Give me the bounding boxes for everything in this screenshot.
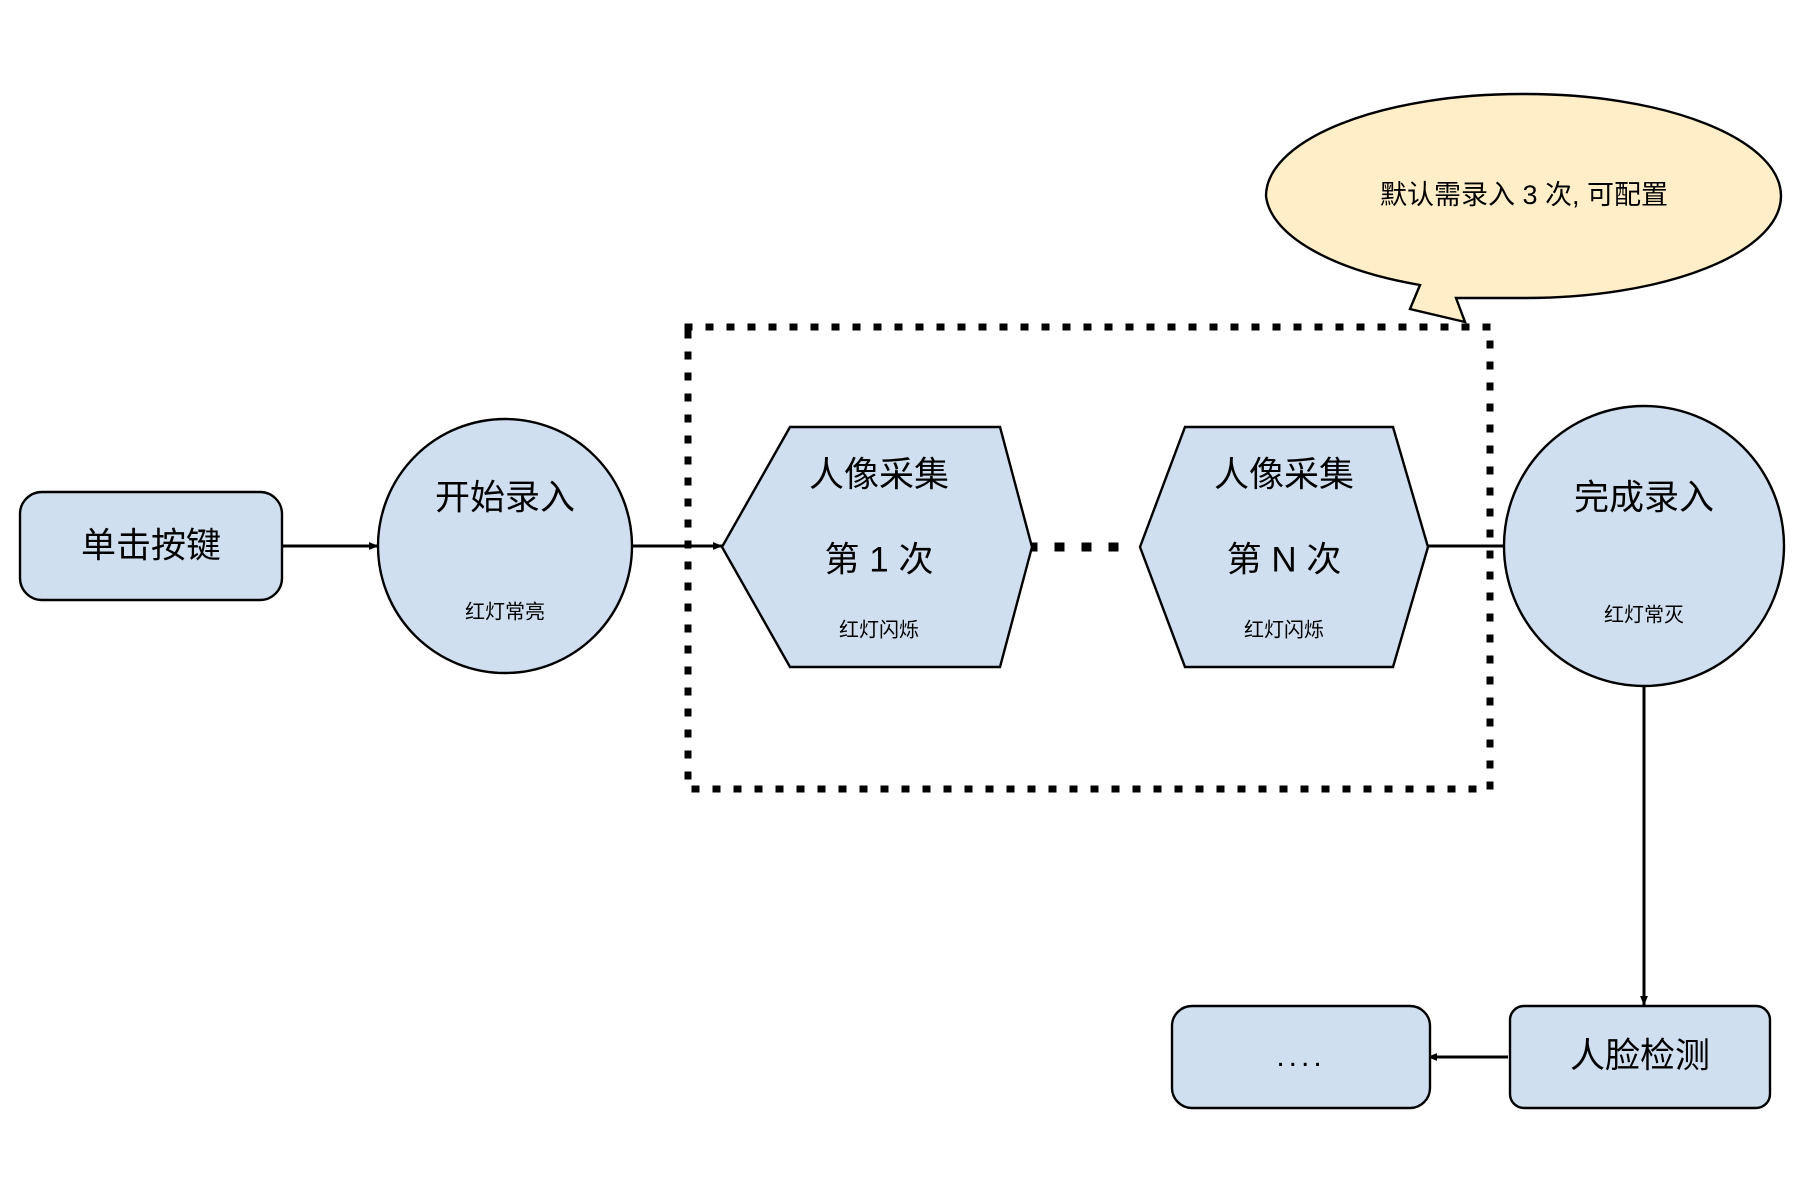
node-click-key[interactable]: 单击按键 [18,490,284,602]
node-click-key-label: 单击按键 [81,526,221,565]
node-finish-enroll-sublabel: 红灯常灭 [1604,603,1684,626]
node-capture-nth-sublabel: 红灯闪烁 [1244,618,1324,641]
node-finish-enroll[interactable]: 完成录入 红灯常灭 [1502,404,1786,688]
node-finish-enroll-label: 完成录入 [1574,478,1714,517]
node-more[interactable]: .... [1170,1004,1432,1110]
node-capture-first-sublabel: 红灯闪烁 [839,618,919,641]
node-capture-first[interactable]: 人像采集 第 1 次 红灯闪烁 [720,425,1034,669]
callout-text: 默认需录入 3 次, 可配置 [1380,180,1668,210]
node-start-enroll[interactable]: 开始录入 红灯常亮 [376,417,634,675]
node-face-detect-label: 人脸检测 [1570,1036,1710,1075]
node-face-detect[interactable]: 人脸检测 [1508,1004,1772,1110]
callout-bubble: 默认需录入 3 次, 可配置 [1264,92,1783,324]
node-start-enroll-sublabel: 红灯常亮 [465,600,545,623]
node-more-label: .... [1276,1040,1325,1073]
node-capture-first-label-line2: 第 1 次 [825,540,934,579]
capture-loop-group [684,323,1494,793]
node-capture-nth-label-line2: 第 N 次 [1227,540,1342,579]
node-start-enroll-label: 开始录入 [435,478,575,517]
node-capture-nth[interactable]: 人像采集 第 N 次 红灯闪烁 [1138,425,1430,669]
node-capture-first-label-line1: 人像采集 [809,455,949,494]
node-capture-nth-label-line1: 人像采集 [1214,455,1354,494]
